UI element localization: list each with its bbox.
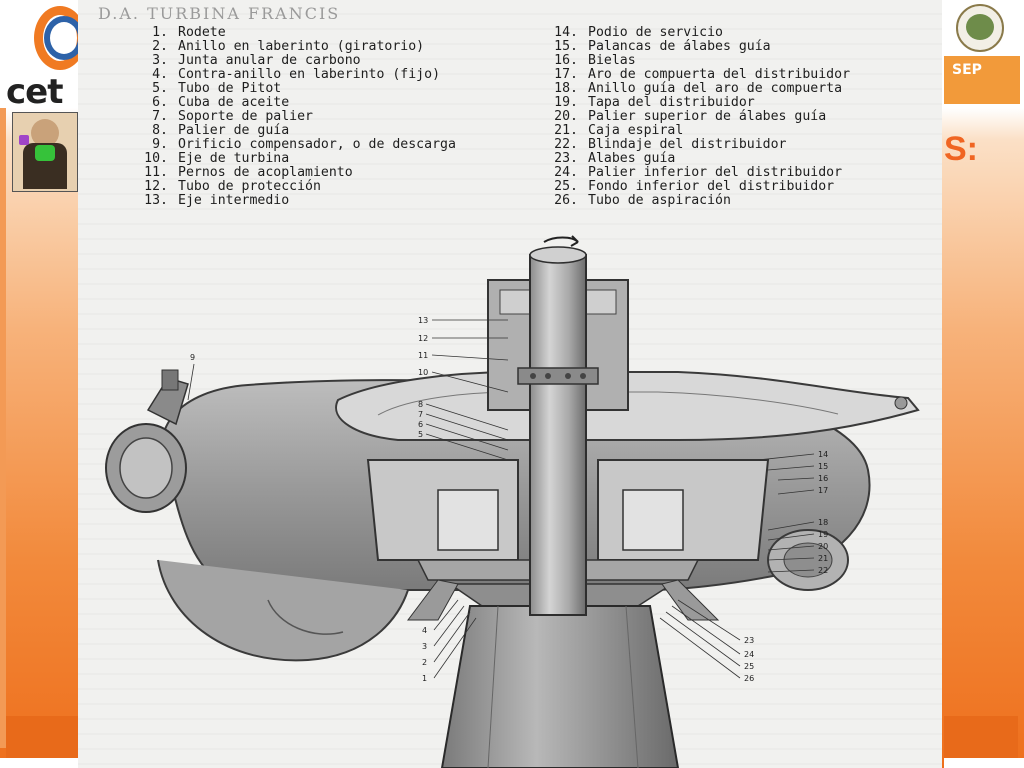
francis-turbine-drawing: 13 12 11 10 8 7 6 5 9 14 15 16 17 18 19 … xyxy=(105,235,920,768)
callout-1: 1 xyxy=(422,674,427,683)
legend-item: 10.Eje de turbina xyxy=(144,151,290,166)
callout-22: 22 xyxy=(818,566,828,575)
turbine-shaft-assembly xyxy=(487,235,629,616)
legend-item: 5.Tubo de Pitot xyxy=(152,81,282,96)
draft-tube xyxy=(440,605,680,768)
callout-18: 18 xyxy=(818,518,828,527)
legend-item: 12.Tubo de protección xyxy=(144,179,321,194)
parts-legend-right: 14.Podio de servicio 15.Palancas de álab… xyxy=(548,26,850,208)
callout-5: 5 xyxy=(418,430,423,439)
callout-16: 16 xyxy=(818,474,828,483)
legend-item: 24.Palier inferior del distribuidor xyxy=(554,165,843,180)
slide-title-fragment: S: xyxy=(944,130,978,168)
mexico-seal-icon xyxy=(956,4,1004,52)
legend-item: 13.Eje intermedio xyxy=(144,193,290,208)
worker-avatar-icon xyxy=(12,112,78,192)
sep-label: SEP xyxy=(952,62,982,78)
legend-item: 23.Alabes guía xyxy=(554,151,676,166)
callout-21: 21 xyxy=(818,554,828,563)
callout-25: 25 xyxy=(744,662,754,671)
callout-2: 2 xyxy=(422,658,427,667)
seal-eagle-icon xyxy=(966,14,994,40)
footer-gap-right xyxy=(944,758,1024,768)
legend-item: 15.Palancas de álabes guía xyxy=(554,39,771,54)
callout-numbers: 13 12 11 10 8 7 6 5 9 14 15 16 17 18 19 … xyxy=(190,316,828,683)
avatar-head xyxy=(31,119,59,147)
legend-item: 16.Bielas xyxy=(554,53,636,68)
legend-item: 4.Contra-anillo en laberinto (fijo) xyxy=(152,67,441,82)
inlet-connection xyxy=(105,369,189,513)
callout-26: 26 xyxy=(744,674,754,683)
bleed-through-heading: D.A. TURBINA FRANCIS xyxy=(98,4,341,23)
legend-item: 1.Rodete xyxy=(152,25,226,40)
legend-item: 6.Cuba de aceite xyxy=(152,95,290,110)
legend-item: 3.Junta anular de carbono xyxy=(152,53,361,68)
callout-13: 13 xyxy=(418,316,428,325)
footer-bar-right xyxy=(944,716,1018,758)
callout-6: 6 xyxy=(418,420,423,429)
legend-item: 20.Palier superior de álabes guía xyxy=(554,109,827,124)
callout-23: 23 xyxy=(744,636,754,645)
legend-item: 25.Fondo inferior del distribuidor xyxy=(554,179,835,194)
legend-item: 21.Caja espiral xyxy=(554,123,684,138)
logo-text: cet xyxy=(6,72,63,112)
legend-item: 11.Pernos de acoplamiento xyxy=(144,165,353,180)
callout-19: 19 xyxy=(818,530,828,539)
callout-9: 9 xyxy=(190,353,195,362)
left-accent-strip xyxy=(0,108,6,748)
callout-10: 10 xyxy=(418,368,428,377)
legend-item: 14.Podio de servicio xyxy=(554,25,723,40)
callout-14: 14 xyxy=(818,450,828,459)
sep-badge xyxy=(944,56,1020,104)
legend-item: 26.Tubo de aspiración xyxy=(554,193,731,208)
callout-3: 3 xyxy=(422,642,427,651)
legend-item: 22.Blindaje del distribuidor xyxy=(554,137,787,152)
legend-item: 8.Palier de guía xyxy=(152,123,290,138)
callout-20: 20 xyxy=(818,542,828,551)
callout-17: 17 xyxy=(818,486,828,495)
callout-8: 8 xyxy=(418,400,423,409)
callout-7: 7 xyxy=(418,410,423,419)
parts-legend-left: 1.Rodete 2.Anillo en laberinto (giratori… xyxy=(138,26,456,208)
scanned-diagram-page: D.A. TURBINA FRANCIS 1.Rodete 2.Anillo e… xyxy=(78,0,942,768)
legend-item: 18.Anillo guía del aro de compuerta xyxy=(554,81,843,96)
callout-4: 4 xyxy=(422,626,427,635)
footer-bar-left xyxy=(6,716,78,758)
legend-item: 2.Anillo en laberinto (giratorio) xyxy=(152,39,425,54)
avatar-purple-patch xyxy=(19,135,29,145)
footer-gap-left xyxy=(0,758,78,768)
callout-15: 15 xyxy=(818,462,828,471)
legend-item: 7.Soporte de palier xyxy=(152,109,313,124)
avatar-green-patch xyxy=(35,145,55,161)
callout-labels xyxy=(187,319,815,679)
legend-item: 9.Orificio compensador, o de descarga xyxy=(152,137,456,152)
legend-item: 19.Tapa del distribuidor xyxy=(554,95,755,110)
callout-12: 12 xyxy=(418,334,428,343)
legend-item: 17.Aro de compuerta del distribuidor xyxy=(554,67,851,82)
callout-11: 11 xyxy=(418,351,428,360)
callout-24: 24 xyxy=(744,650,754,659)
